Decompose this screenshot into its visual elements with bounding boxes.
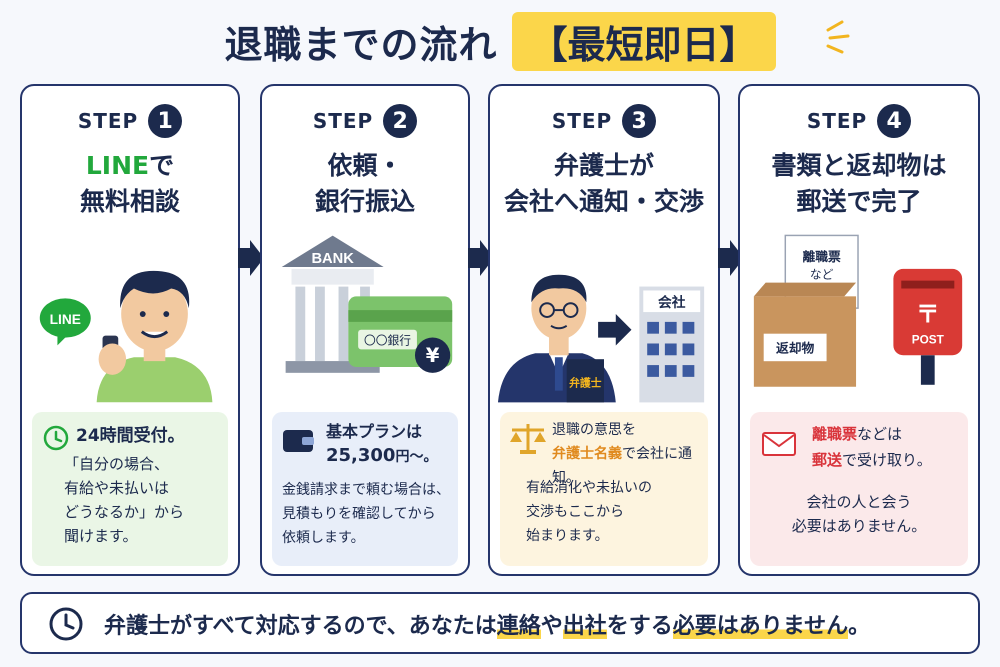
box-label: 返却物: [776, 340, 815, 356]
step-title-line-word: LINE: [85, 151, 150, 180]
bottom-banner: 弁護士がすべて対応するので、あなたは連絡や出社をする必要はありません。: [20, 592, 980, 654]
arrow-right-icon: [468, 240, 494, 276]
info-line: 金銭請求まで頼む場合は、: [282, 482, 450, 498]
arrow-right-icon: [238, 240, 264, 276]
box-and-postbox-illustration: 離職票 など 返却物 〒 POST: [753, 234, 963, 387]
bottom-highlight: 連絡: [496, 614, 541, 639]
scales-icon: [510, 424, 546, 454]
info-heading: 24時間受付。: [76, 426, 185, 446]
step-title: 依頼・ 銀行振込: [262, 148, 468, 220]
step-label: STEP 4: [740, 104, 978, 138]
company-label: 会社: [658, 294, 686, 311]
step-number: 4: [877, 104, 912, 138]
bottom-text-part: をする: [606, 614, 673, 639]
page-title: 退職までの流れ: [224, 22, 498, 67]
arrow-right-icon: [718, 240, 744, 276]
step-title: LINEで 無料相談: [22, 148, 238, 220]
document-sublabel: など: [810, 268, 834, 282]
step-info-box: 基本プランは 25,300円〜。 金銭請求まで頼む場合は、 見積もりを確認してか…: [272, 412, 458, 566]
bank-label: BANK: [311, 251, 354, 267]
clock-icon: [43, 425, 69, 451]
info-line: 交渉もここから: [526, 504, 624, 520]
info-line-rest: で受け取り。: [842, 451, 932, 469]
wallet-icon: [283, 430, 314, 452]
info-emphasis: 弁護士名義: [552, 446, 622, 462]
info-line: 有給消化や未払いの: [526, 480, 652, 496]
step-card-1: STEP 1 LINEで 無料相談 LINE 24時間受付。 「自分の場: [20, 84, 240, 576]
step-number: 1: [148, 104, 183, 138]
step-info-box: 退職の意思を 弁護士名義で会社に通知。 有給消化や未払いの 交渉もここから 始ま…: [500, 412, 708, 566]
info-line: 見積もりを確認してから: [282, 506, 436, 522]
bottom-text-part: 弁護士がすべて対応するので、あなたは: [104, 614, 497, 639]
info-line: 聞けます。: [64, 527, 138, 545]
info-line-rest: で会社に通知。: [552, 446, 692, 486]
post-label: POST: [912, 334, 945, 347]
card-label: 〇〇銀行: [364, 333, 411, 347]
info-heading: 基本プランは: [326, 422, 423, 441]
bottom-text-part: 。: [848, 614, 871, 639]
step-card-2: STEP 2 依頼・ 銀行振込 BANK 〇〇銀行 ¥ 基本プランは 25,30…: [260, 84, 470, 576]
step-title-line2: 無料相談: [79, 187, 180, 216]
clock-icon: [49, 607, 83, 641]
info-line: 始まります。: [526, 528, 609, 544]
post-mark-icon: 〒: [916, 300, 940, 328]
step-title-line1: 依頼・: [327, 151, 403, 180]
step-title-line2: 会社へ通知・交渉: [503, 187, 704, 216]
line-app-icon: LINE: [39, 298, 91, 346]
line-icon-label: LINE: [50, 312, 81, 327]
step-number: 2: [383, 104, 418, 138]
yen-icon: ¥: [426, 344, 440, 367]
book-label: 弁護士: [569, 376, 602, 390]
info-line-rest: などは: [857, 425, 903, 443]
info-line: 「自分の場合、: [64, 455, 170, 473]
envelope-icon: [762, 432, 796, 456]
bottom-message: 弁護士がすべて対応するので、あなたは連絡や出社をする必要はありません。: [104, 608, 870, 640]
price-unit: 円〜。: [395, 449, 438, 465]
step-label: STEP 2: [262, 104, 468, 138]
step-word: STEP: [806, 109, 868, 133]
man-with-phone-illustration: LINE: [39, 270, 213, 403]
step-title: 弁護士が 会社へ通知・交渉: [490, 148, 718, 220]
bottom-text-part: や: [540, 614, 563, 639]
step-title-line1: 弁護士が: [553, 151, 654, 180]
bottom-highlight: 出社: [562, 614, 607, 639]
info-emphasis: 離職票: [812, 425, 858, 443]
price-value: 25,300: [326, 445, 396, 466]
step-title-line2: 郵送で完了: [796, 187, 922, 216]
info-line: どうなるか」から: [64, 503, 185, 521]
info-line: 依頼します。: [282, 530, 365, 546]
step-title-rest: で: [149, 151, 175, 180]
bottom-highlight: 必要はありません: [672, 614, 849, 639]
info-emphasis: 郵送: [812, 451, 843, 469]
step-label: STEP 3: [490, 104, 718, 138]
step-info-box: 24時間受付。 「自分の場合、 有給や未払いは どうなるか」から 聞けます。: [32, 412, 228, 566]
info-line: 会社の人と会う: [806, 493, 912, 511]
sparkle-icon: [826, 20, 850, 54]
step-title: 書類と返却物は 郵送で完了: [740, 148, 978, 220]
step-title-line1: 書類と返却物は: [771, 151, 947, 180]
step-info-box: 離職票などは 郵送で受け取り。 会社の人と会う 必要はありません。: [750, 412, 968, 566]
info-line: 必要はありません。: [791, 517, 927, 535]
step-word: STEP: [551, 109, 613, 133]
step-word: STEP: [312, 109, 374, 133]
document-label: 離職票: [803, 249, 842, 265]
info-line: 退職の意思を: [552, 422, 636, 438]
step-label: STEP 1: [22, 104, 238, 138]
step-number: 3: [622, 104, 657, 138]
page-title-row: 退職までの流れ 【最短即日】: [0, 10, 1000, 72]
title-badge: 【最短即日】: [511, 11, 776, 71]
step-card-3: STEP 3 弁護士が 会社へ通知・交渉 弁護士 会社: [488, 84, 720, 576]
info-line: 有給や未払いは: [64, 479, 170, 497]
step-title-line2: 銀行振込: [314, 187, 415, 216]
step-card-4: STEP 4 書類と返却物は 郵送で完了 離職票 など 返却物 〒 POST 離…: [738, 84, 980, 576]
lawyer-illustration: 弁護士 会社: [497, 274, 705, 403]
step-word: STEP: [77, 109, 139, 133]
bank-illustration: BANK 〇〇銀行 ¥: [281, 235, 453, 373]
